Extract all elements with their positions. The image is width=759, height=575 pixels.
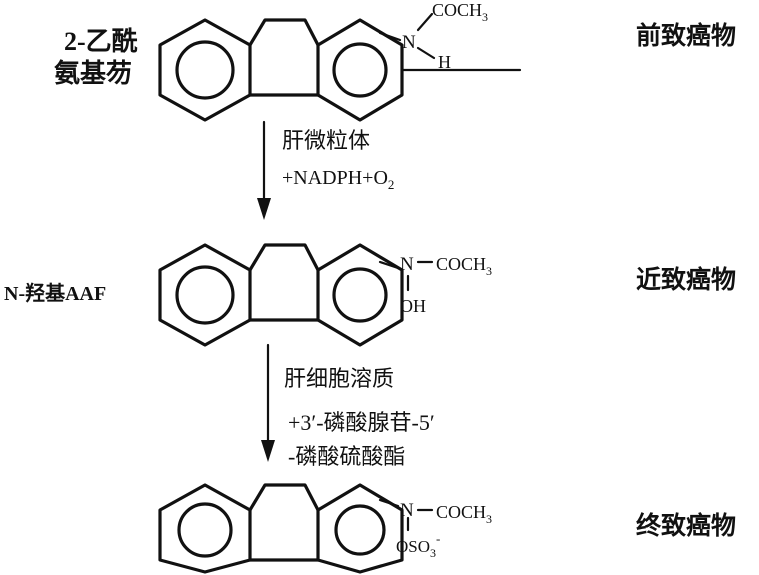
stage2-left-ring-circle: [175, 265, 235, 325]
stage3-stage-label: 终致癌物: [636, 511, 736, 540]
stage1-stage-label: 前致癌物: [636, 21, 736, 50]
stage2-right-ring-circle: [332, 267, 388, 323]
stage3-oso-label: OSO3-: [396, 531, 440, 560]
stage2-oh-label: OH: [400, 296, 426, 316]
stage1-right-ring-circle: [332, 42, 388, 98]
stage2-name: N-羟基AAF: [4, 281, 106, 305]
step2-line1: 肝细胞溶质: [284, 366, 394, 391]
stage3-structure: [158, 483, 434, 574]
stage2-ring-n-bond: [378, 260, 400, 270]
stage3-right-ring: [316, 483, 404, 574]
stage2-acyl-label: COCH3: [436, 254, 492, 278]
stage1-structure: [158, 12, 522, 122]
step2-arrow: [261, 343, 275, 462]
stage1-n-label: N: [402, 32, 416, 53]
stage2-right-ring: [316, 243, 404, 347]
stage2-structure: [158, 243, 434, 347]
stage1-left-ring: [158, 18, 252, 122]
stage3-left-ring: [158, 483, 252, 574]
step1-line1: 肝微粒体: [282, 128, 370, 153]
step1-line2: +NADPH+O2: [282, 167, 394, 192]
stage1-right-ring: [316, 18, 404, 122]
step2-line3: -磷酸硫酸酯: [288, 444, 405, 469]
stage2-bridge: [248, 243, 320, 272]
stage3-left-ring-circle: [177, 502, 233, 558]
stage3-right-ring-circle: [334, 504, 386, 556]
stage1-h-label: H: [438, 52, 451, 72]
stage1-name-line2: 氨基芴: [54, 58, 132, 88]
stage3-n-label: N: [400, 500, 414, 521]
stage1-ring-n-bond: [378, 31, 402, 42]
stage2-stage-label: 近致癌物: [636, 265, 736, 294]
stage3-acyl-label: COCH3: [436, 502, 492, 526]
stage3-bridge: [248, 483, 320, 512]
stage1-name-line1: 2-乙酰: [64, 27, 138, 56]
stage1-left-ring-circle: [175, 40, 235, 100]
stage2-left-ring: [158, 243, 252, 347]
step1-arrow: [257, 120, 271, 220]
stage1-n-h-bond: [416, 46, 436, 60]
stage1-acyl-label: COCH3: [432, 0, 488, 24]
step2-line2: +3′-磷酸腺苷-5′: [288, 410, 435, 435]
stage1-bridge: [248, 18, 320, 47]
stage2-n-label: N: [400, 254, 414, 275]
stage3-ring-n-bond: [378, 498, 400, 508]
stage1-n-acyl-bond: [416, 12, 434, 32]
